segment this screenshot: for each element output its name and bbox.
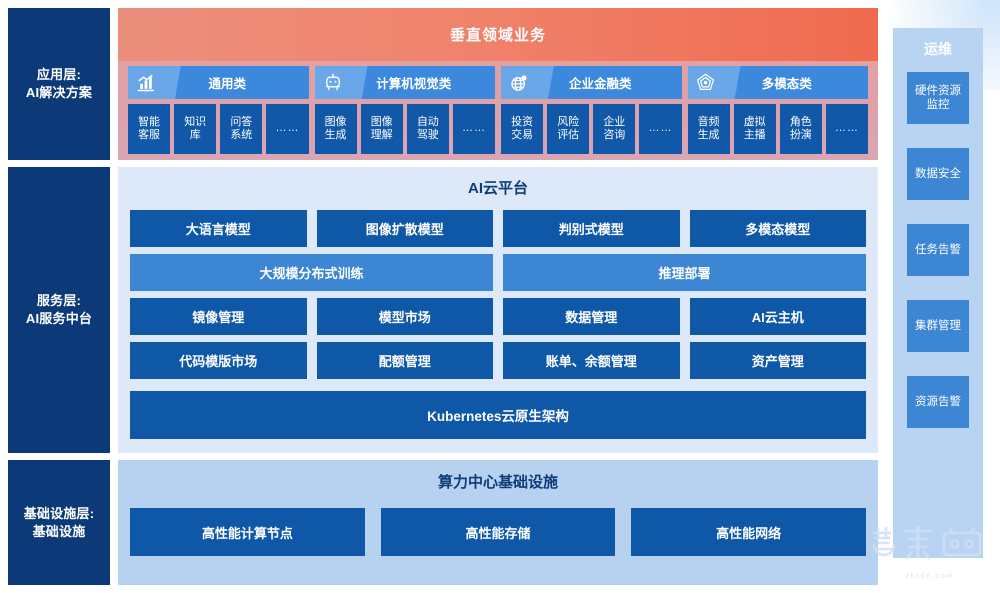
globe-pin-icon (501, 66, 537, 99)
service-row-management-2: 代码模版市场 配额管理 账单、余额管理 资产管理 (130, 342, 866, 379)
service-box-billing-balance[interactable]: 账单、余额管理 (503, 342, 680, 379)
service-row-training-inference: 大规模分布式训练 推理部署 (130, 254, 866, 291)
operations-panel: 运维 硬件资源监控 数据安全 任务告警 集群管理 资源告警 (893, 28, 983, 558)
service-box-distributed-training[interactable]: 大规模分布式训练 (130, 254, 493, 291)
app-item-smart-service[interactable]: 智能客服 (128, 104, 171, 154)
app-item-more-finance[interactable]: …… (639, 104, 682, 154)
service-box-discriminative[interactable]: 判别式模型 (503, 210, 680, 247)
app-item-qa-system[interactable]: 问答系统 (220, 104, 263, 154)
app-item-role-play[interactable]: 角色扮演 (779, 104, 822, 154)
operations-title: 运维 (924, 41, 952, 57)
service-box-inference-deployment[interactable]: 推理部署 (503, 254, 866, 291)
category-general-header[interactable]: 通用类 (128, 66, 309, 99)
category-computer-vision-items: 图像生成 图像理解 自动驾驶 …… (314, 104, 495, 154)
service-box-quota-management[interactable]: 配额管理 (316, 342, 493, 379)
layer-label-application-line2: AI解决方案 (25, 85, 93, 100)
category-multimodal-label: 多模态类 (761, 77, 812, 91)
app-item-more-general[interactable]: …… (266, 104, 309, 154)
category-enterprise-finance-header[interactable]: 企业金融类 (501, 66, 682, 99)
layer-label-service: 服务层: AI服务中台 (8, 167, 110, 453)
layer-label-service-line2: AI服务中台 (25, 311, 93, 326)
app-item-image-generation[interactable]: 图像生成 (314, 104, 357, 154)
infra-box-compute-node[interactable]: 高性能计算节点 (130, 508, 365, 556)
pentagon-badge-icon (688, 66, 724, 99)
category-multimodal-header[interactable]: 多模态类 (687, 66, 868, 99)
service-box-model-market[interactable]: 模型市场 (316, 298, 493, 335)
service-box-kubernetes[interactable]: Kubernetes云原生架构 (130, 391, 866, 439)
service-box-code-template-market[interactable]: 代码模版市场 (130, 342, 307, 379)
vertical-business-title: 垂直领域业务 (449, 27, 546, 44)
infra-box-storage[interactable]: 高性能存储 (380, 508, 616, 556)
vertical-business-header: 垂直领域业务 (118, 8, 878, 61)
app-item-knowledge-base[interactable]: 知识库 (174, 104, 217, 154)
compute-center-title: 算力中心基础设施 (437, 473, 558, 491)
service-box-llm[interactable]: 大语言模型 (130, 210, 307, 247)
layer-label-application: 应用层: AI解决方案 (8, 8, 110, 160)
layer-label-infrastructure-line2: 基础设施 (32, 523, 86, 539)
service-box-ai-cloud-host[interactable]: AI云主机 (689, 298, 866, 335)
category-computer-vision: 计算机视觉类 图像生成 图像理解 自动驾驶 …… (314, 66, 495, 160)
ops-item-task-alert[interactable]: 任务告警 (907, 224, 969, 276)
robot-head-icon (315, 66, 351, 99)
service-row-management-1: 镜像管理 模型市场 数据管理 AI云主机 (130, 298, 866, 335)
app-item-risk-assessment[interactable]: 风险评估 (547, 104, 590, 154)
service-row-models: 大语言模型 图像扩散模型 判别式模型 多模态模型 (130, 210, 866, 247)
layer-label-infrastructure: 基础设施层: 基础设施 (8, 460, 110, 585)
service-box-multimodal[interactable]: 多模态模型 (689, 210, 866, 247)
ai-cloud-platform-title: AI云平台 (467, 179, 528, 197)
app-item-investment-trading[interactable]: 投资交易 (501, 104, 544, 154)
bar-chart-icon (128, 66, 164, 99)
category-enterprise-finance-items: 投资交易 风险评估 企业咨询 …… (501, 104, 682, 154)
layer-label-application-line1: 应用层: (36, 67, 82, 82)
app-item-more-multimodal[interactable]: …… (825, 104, 868, 154)
infrastructure-layer-panel: 算力中心基础设施 高性能计算节点 高性能存储 高性能网络 (118, 460, 878, 585)
layer-label-infrastructure-line1: 基础设施层: (23, 505, 95, 521)
app-item-enterprise-consulting[interactable]: 企业咨询 (593, 104, 636, 154)
service-box-data-management[interactable]: 数据管理 (503, 298, 680, 335)
operations-items: 硬件资源监控 数据安全 任务告警 集群管理 资源告警 (893, 70, 983, 428)
service-box-diffusion[interactable]: 图像扩散模型 (316, 210, 493, 247)
application-category-row: 通用类 智能客服 知识库 问答系统 …… (118, 66, 878, 160)
ops-item-data-security[interactable]: 数据安全 (907, 148, 969, 200)
category-enterprise-finance: 企业金融类 投资交易 风险评估 企业咨询 …… (501, 66, 682, 160)
service-box-asset-management[interactable]: 资产管理 (689, 342, 866, 379)
service-layer-panel: AI云平台 大语言模型 图像扩散模型 判别式模型 多模态模型 大规模分布式训练 … (118, 167, 878, 453)
category-general: 通用类 智能客服 知识库 问答系统 …… (128, 66, 309, 160)
category-multimodal: 多模态类 音频生成 虚拟主播 角色扮演 …… (687, 66, 868, 160)
ops-item-resource-alert[interactable]: 资源告警 (907, 376, 969, 428)
service-row-kubernetes: Kubernetes云原生架构 (130, 391, 866, 439)
category-general-label: 通用类 (208, 77, 246, 91)
app-item-virtual-anchor[interactable]: 虚拟主播 (733, 104, 776, 154)
category-general-items: 智能客服 知识库 问答系统 …… (128, 104, 309, 154)
app-item-more-cv[interactable]: …… (452, 104, 495, 154)
infra-box-network[interactable]: 高性能网络 (631, 508, 867, 556)
category-computer-vision-label: 计算机视觉类 (376, 77, 452, 91)
ops-item-cluster-management[interactable]: 集群管理 (907, 300, 969, 352)
category-computer-vision-header[interactable]: 计算机视觉类 (314, 66, 495, 99)
category-multimodal-items: 音频生成 虚拟主播 角色扮演 …… (687, 104, 868, 154)
watermark-subtext: zhidx.com (905, 573, 955, 580)
app-item-image-understanding[interactable]: 图像理解 (360, 104, 403, 154)
service-box-image-management[interactable]: 镜像管理 (130, 298, 307, 335)
service-layer-rows: 大语言模型 图像扩散模型 判别式模型 多模态模型 大规模分布式训练 推理部署 镜… (130, 210, 866, 439)
ops-item-hardware-monitoring[interactable]: 硬件资源监控 (907, 72, 969, 124)
app-item-audio-generation[interactable]: 音频生成 (687, 104, 730, 154)
category-enterprise-finance-label: 企业金融类 (568, 77, 632, 91)
layer-label-service-line1: 服务层: (36, 293, 82, 308)
app-item-autonomous-driving[interactable]: 自动驾驶 (406, 104, 449, 154)
application-layer-panel: 垂直领域业务 通用类 (118, 8, 878, 160)
infrastructure-boxes: 高性能计算节点 高性能存储 高性能网络 (130, 508, 867, 556)
